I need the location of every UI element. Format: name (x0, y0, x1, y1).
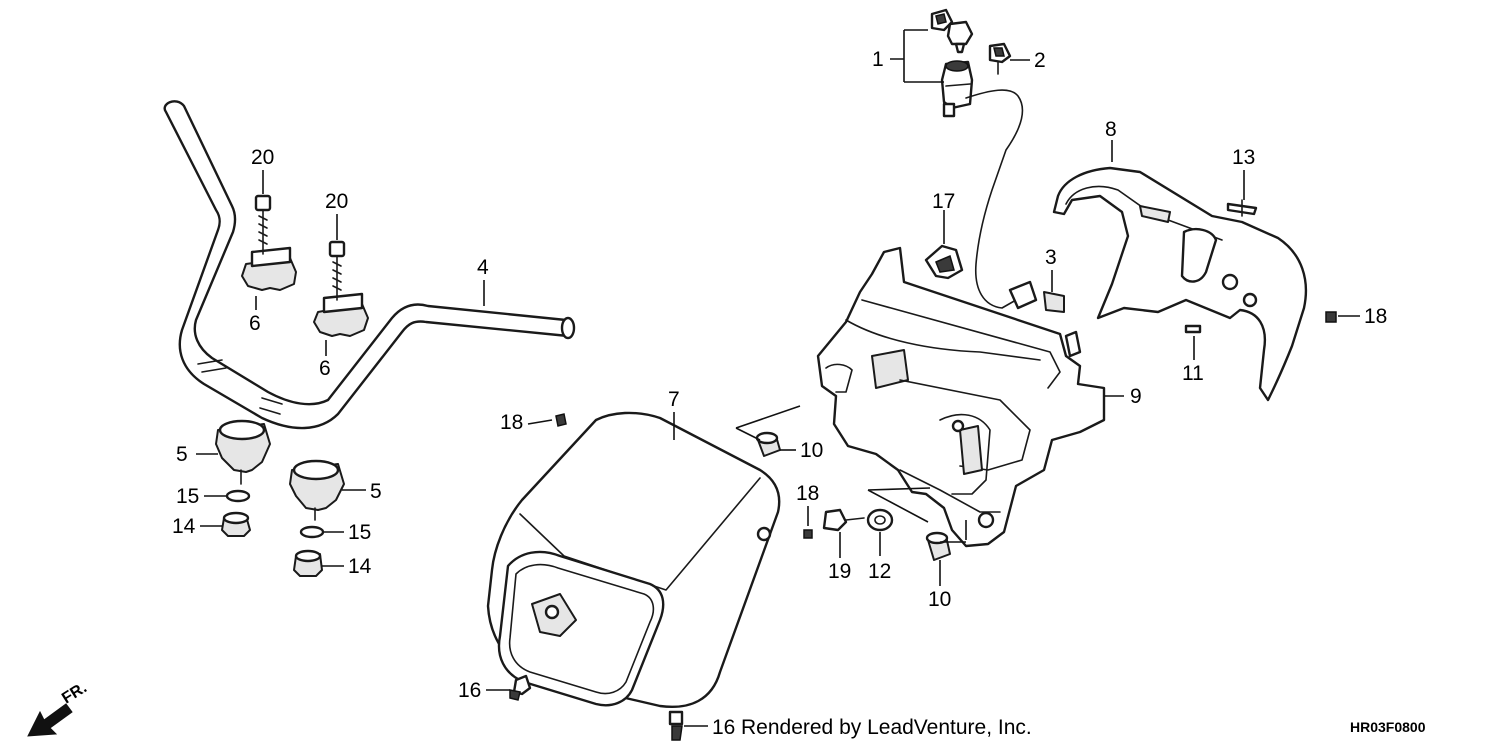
callout-20-right: 20 (325, 190, 348, 213)
screw-16-left (509, 674, 532, 701)
handlebar-upper-cover (1052, 166, 1308, 402)
screw-18-right (1325, 311, 1337, 323)
screw-18-upper (555, 413, 567, 427)
washer-12 (866, 508, 894, 532)
nut-14-left (221, 511, 251, 537)
callout-20-left: 20 (251, 146, 274, 169)
lower-holder-right (289, 459, 345, 521)
callout-19: 19 (828, 560, 851, 583)
washer-15-right (299, 525, 325, 539)
cable-clamp-17 (924, 244, 964, 280)
collar-10-lower (925, 531, 951, 561)
screw-16-bottom (668, 710, 684, 741)
upper-holder-left (241, 246, 297, 291)
bolt-20-left (254, 194, 272, 255)
callout-6-left: 6 (249, 312, 261, 335)
clip-11 (1184, 324, 1202, 334)
screw-18-mid (803, 529, 813, 539)
callout-labels: 1 2 3 4 5 5 6 6 7 8 9 10 10 11 12 13 14 … (172, 48, 1387, 739)
washer-15-left (225, 489, 251, 503)
callout-18-mid: 18 (796, 482, 819, 505)
callout-11: 11 (1182, 362, 1204, 385)
callout-9: 9 (1130, 385, 1142, 408)
callout-14-left: 14 (172, 515, 196, 538)
lower-holder-left (215, 419, 271, 485)
front-direction-indicator: FR. (27, 679, 90, 737)
cover-bracket (816, 246, 1106, 548)
callout-16-left: 16 (458, 679, 481, 702)
callout-5-right: 5 (370, 480, 382, 503)
callout-16-bottom: 16 (712, 716, 735, 739)
callout-17: 17 (932, 190, 955, 213)
callout-5-left: 5 (176, 443, 188, 466)
clip-13 (1226, 199, 1258, 217)
nut-14-right (293, 549, 323, 577)
callout-8: 8 (1105, 118, 1117, 141)
callout-12: 12 (868, 560, 891, 583)
main-switch-assembly (930, 8, 1024, 309)
headlight-cover (486, 411, 781, 708)
connector-3 (1008, 280, 1065, 313)
bolt-19 (822, 508, 865, 532)
front-label: FR. (59, 679, 90, 707)
handlebar (163, 100, 576, 430)
callout-10-lower: 10 (928, 588, 951, 611)
diagram-code: HR03F0800 (1350, 719, 1426, 735)
bolt-20-right (328, 240, 346, 301)
callout-3: 3 (1045, 246, 1057, 269)
screw-2 (988, 42, 1012, 75)
callout-6-right: 6 (319, 357, 331, 380)
collar-10-upper (755, 431, 781, 457)
callout-1: 1 (872, 48, 884, 71)
callout-18-right: 18 (1364, 305, 1387, 328)
callout-15-left: 15 (176, 485, 199, 508)
callout-10-upper: 10 (800, 439, 823, 462)
callout-14-right: 14 (348, 555, 372, 578)
upper-holder-right (313, 292, 369, 337)
front-arrow-icon (27, 703, 73, 737)
callout-15-right: 15 (348, 521, 371, 544)
render-credit: Rendered by LeadVenture, Inc. (741, 716, 1032, 739)
callout-7: 7 (668, 388, 680, 411)
callout-13: 13 (1232, 146, 1255, 169)
callout-2: 2 (1034, 49, 1046, 72)
callout-18-upper: 18 (500, 411, 523, 434)
leader-lines (196, 29, 1360, 727)
callout-4: 4 (477, 256, 489, 279)
